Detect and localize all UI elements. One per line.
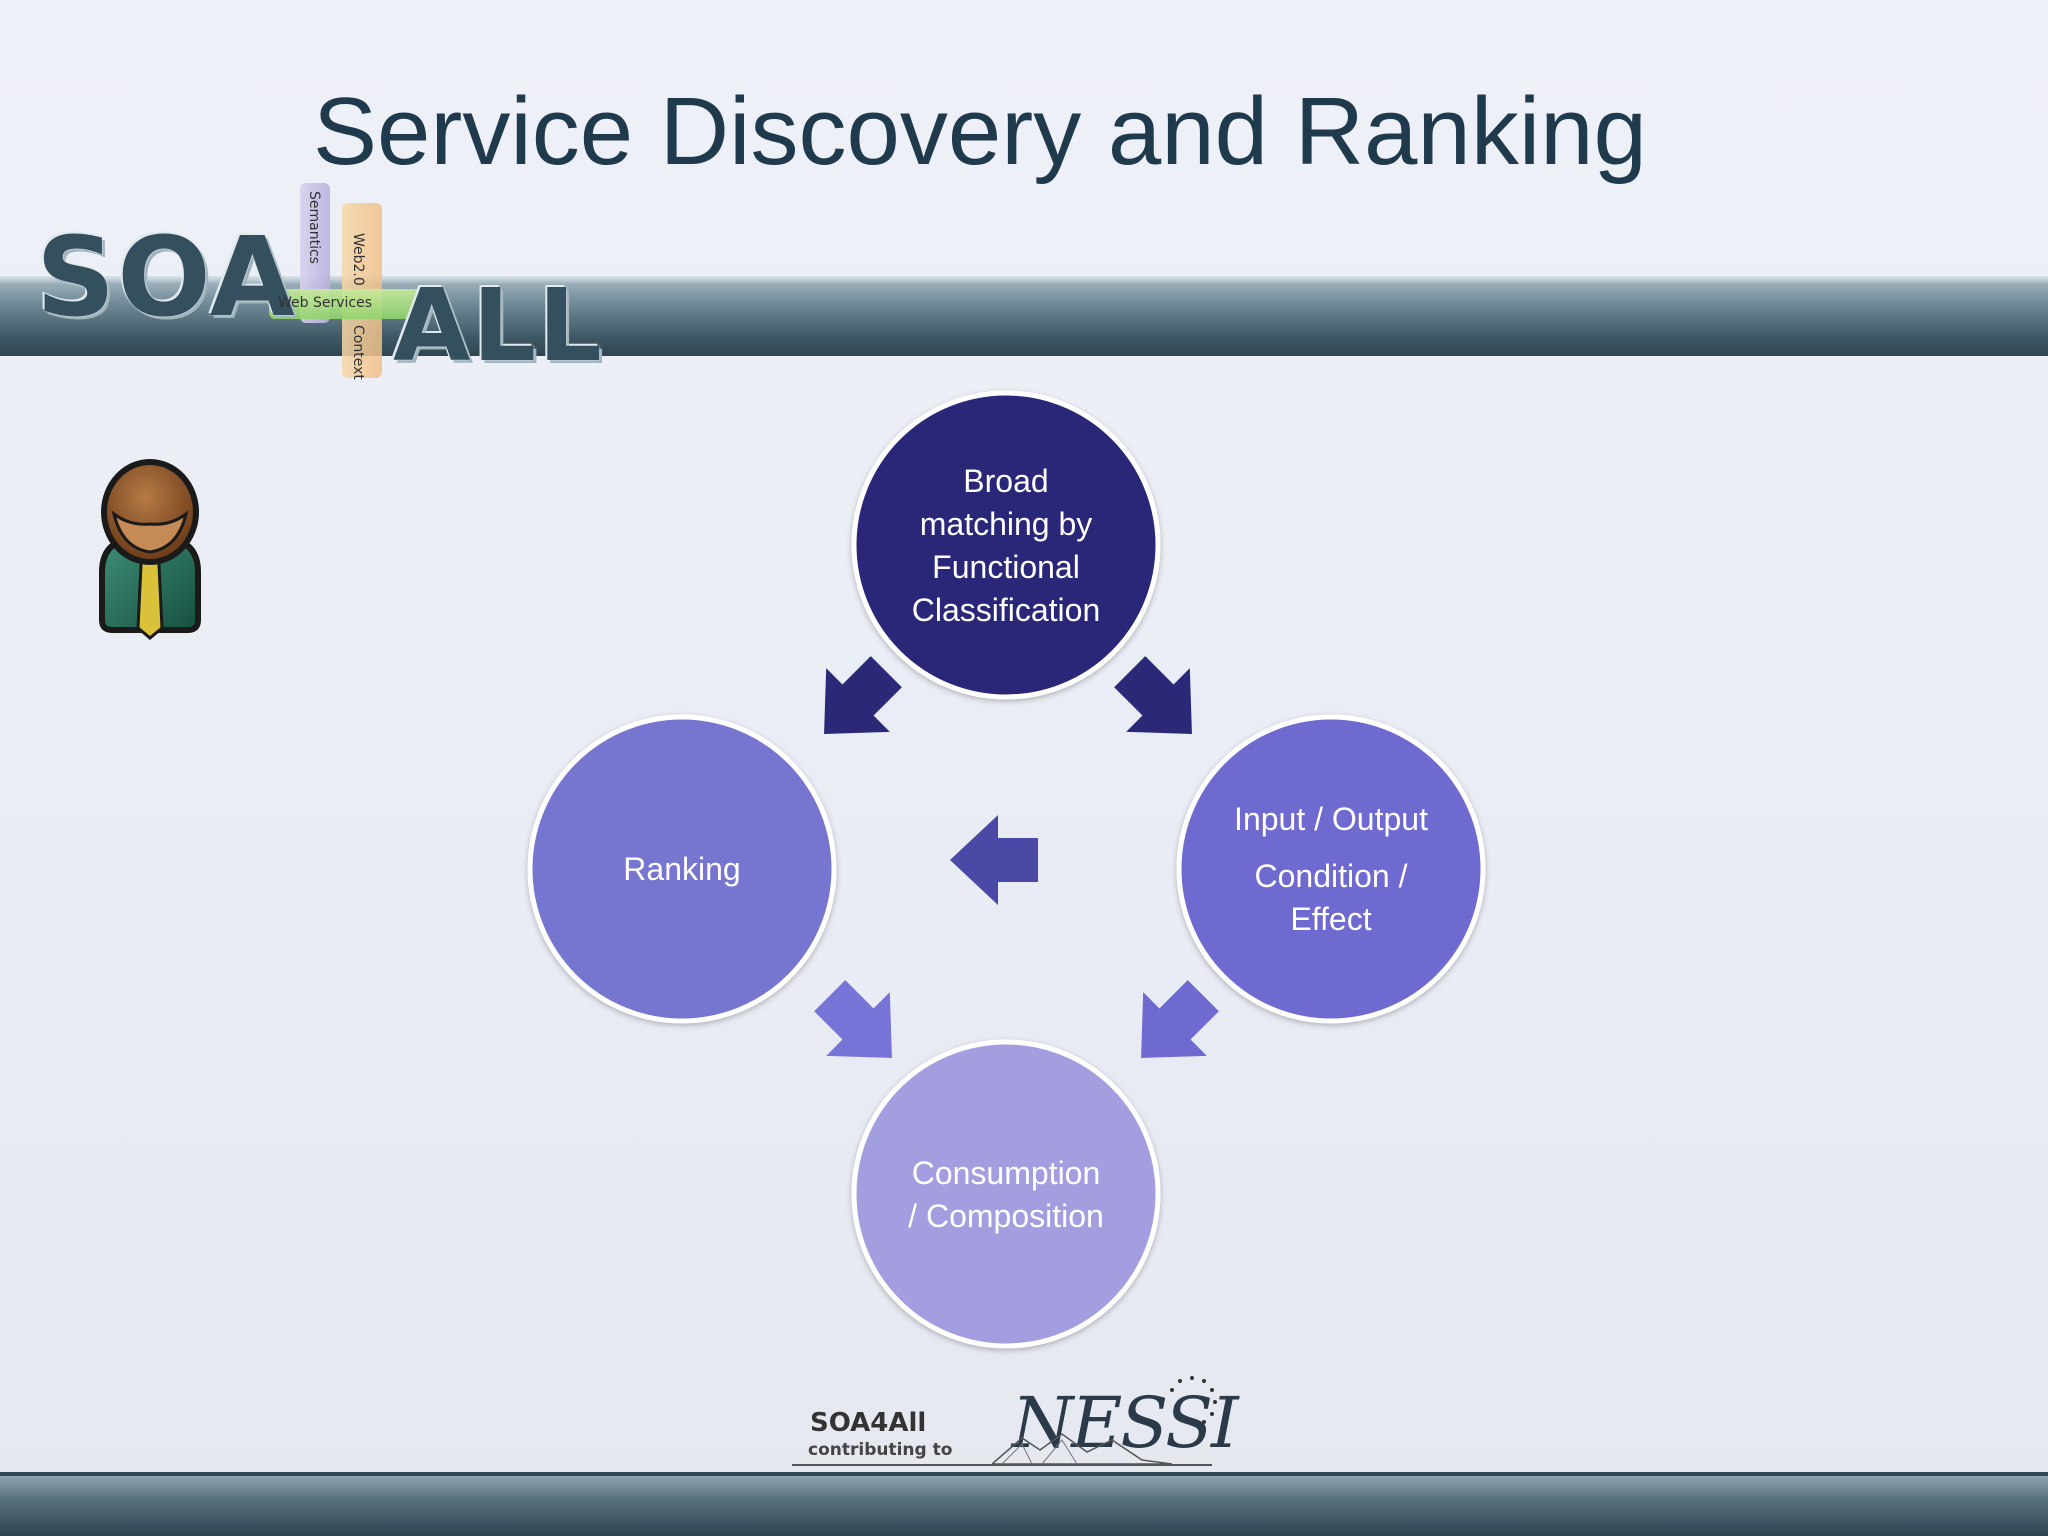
- logo-context-label: Context: [350, 325, 366, 380]
- soa4all-logo: SOA ALL Semantics Web2.0 Web Services Co…: [36, 175, 602, 390]
- footer-soa4all-text: SOA4All: [810, 1408, 927, 1438]
- arrow-top-right: [1114, 656, 1192, 734]
- footer-contributing-text: contributing to: [808, 1440, 953, 1460]
- footer-logo: SOA4All contributing to NESSI: [792, 1370, 1239, 1470]
- node-broad-circle: [851, 390, 1161, 700]
- person-icon: [99, 459, 201, 640]
- node-io-line-3: Effect: [1290, 901, 1371, 937]
- logo-semantics-label: Semantics: [306, 191, 322, 264]
- node-consumption-circle: [851, 1039, 1161, 1349]
- footer-rule: [792, 1464, 1212, 1466]
- logo-plus-horizontal: [269, 289, 429, 319]
- arrow-center: [950, 815, 1038, 905]
- footer-band: [0, 1476, 2048, 1536]
- node-consumption: Consumption / Composition: [851, 1039, 1161, 1349]
- node-consumption-line-2: / Composition: [908, 1198, 1104, 1234]
- node-io-circle: [1176, 714, 1486, 1024]
- arrow-bottom-left: [814, 980, 892, 1058]
- arrow-bottom-right: [1141, 980, 1219, 1058]
- arrow-top-left: [824, 656, 902, 734]
- node-consumption-line-1: Consumption: [912, 1155, 1101, 1191]
- arrow-top-right-shape: [1114, 656, 1192, 734]
- node-io-line-1: Input / Output: [1234, 801, 1428, 837]
- nessi-stars-icon: [1170, 1376, 1217, 1424]
- node-ranking: Ranking: [527, 714, 837, 1024]
- node-ranking-circle: [527, 714, 837, 1024]
- arrow-bottom-left-shape: [814, 980, 892, 1058]
- footer-band-line: [0, 1472, 2048, 1476]
- node-ranking-line-1: Ranking: [623, 851, 740, 887]
- arrow-top-left-shape: [824, 656, 902, 734]
- node-input-output: Input / Output Condition / Effect: [1176, 714, 1486, 1024]
- arrow-bottom-right-shape: [1141, 980, 1219, 1058]
- node-broad-line-3: Functional: [932, 549, 1080, 585]
- node-broad-line-2: matching by: [920, 506, 1093, 542]
- logo-soa-text: SOA: [36, 213, 297, 341]
- node-io-line-2: Condition /: [1255, 858, 1408, 894]
- slide-title: Service Discovery and Ranking: [313, 78, 1647, 185]
- node-broad-line-1: Broad: [963, 463, 1048, 499]
- logo-web-services-label: Web Services: [278, 295, 373, 311]
- arrow-center-shape: [950, 815, 1038, 905]
- node-broad-line-4: Classification: [912, 592, 1101, 628]
- footer-nessi-text: NESSI: [1012, 1382, 1239, 1464]
- logo-all-text: ALL: [393, 267, 604, 384]
- nessi-sketch-graphic: [992, 1433, 1172, 1465]
- node-broad-matching: Broad matching by Functional Classificat…: [851, 390, 1161, 700]
- logo-web20-label: Web2.0: [350, 233, 366, 286]
